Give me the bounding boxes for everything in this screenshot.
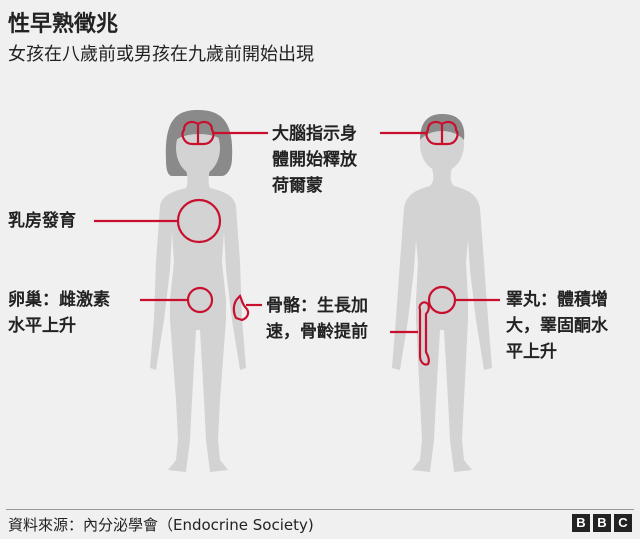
page-subtitle: 女孩在八歲前或男孩在九歲前開始出現	[8, 44, 314, 65]
testes-label: 睪丸：體積增 大，睪固酮水 平上升	[506, 290, 608, 362]
page-title: 性早熟徵兆	[8, 12, 119, 37]
footer-divider	[6, 509, 634, 510]
boy-body	[392, 168, 492, 472]
hand-bone-icon	[232, 294, 250, 322]
boy-figure	[392, 114, 492, 472]
leg-bone-icon	[418, 301, 430, 366]
source-text: 資料來源：內分泌學會（Endocrine Society)	[8, 516, 314, 534]
bbc-logo-letter: B	[572, 514, 590, 532]
brain-label: 大腦指示身 體開始釋放 荷爾蒙	[272, 124, 357, 196]
bone-label: 骨骼：生長加 速，骨齡提前	[266, 296, 368, 342]
girl-body	[150, 170, 246, 472]
ovary-label: 卵巢：雌激素 水平上升	[8, 290, 110, 336]
bbc-logo-letter: C	[614, 514, 632, 532]
boy-brain-icon	[425, 120, 459, 146]
girl-brain-icon	[181, 120, 215, 146]
bbc-logo-letter: B	[593, 514, 611, 532]
girl-figure	[150, 110, 246, 472]
breast-label: 乳房發育	[8, 211, 76, 231]
annotations	[94, 120, 500, 366]
bbc-logo: B B C	[572, 514, 632, 532]
testes-circle	[427, 285, 457, 315]
